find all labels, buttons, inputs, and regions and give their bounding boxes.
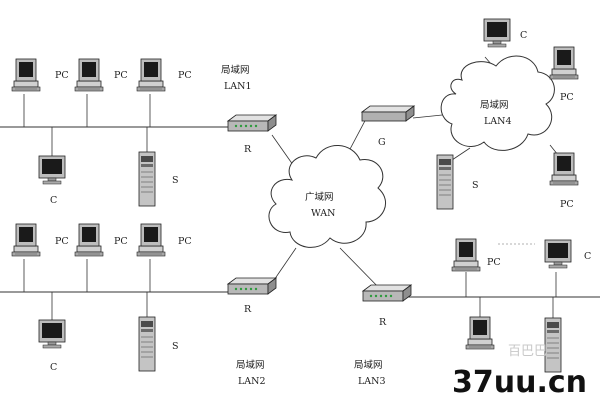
lan3-server bbox=[544, 317, 562, 373]
label-lan1-pc-1: PC bbox=[55, 70, 69, 81]
label-lan1-client: C bbox=[50, 195, 57, 206]
label-wan-prefix: 广域网 bbox=[305, 191, 334, 203]
label-lan4-pc-2: PC bbox=[560, 199, 574, 210]
label-lan3-prefix: 局域网 bbox=[354, 359, 383, 371]
lan2-client-monitor bbox=[38, 319, 66, 349]
label-lan2-server: S bbox=[172, 341, 179, 352]
lan1-server bbox=[138, 151, 156, 207]
label-lan1-prefix: 局域网 bbox=[221, 64, 250, 76]
watermark-cn: 百巴巴 bbox=[508, 344, 547, 359]
lan3-router bbox=[362, 284, 412, 302]
label-lan3: LAN3 bbox=[358, 376, 386, 387]
lan1-pc-2 bbox=[74, 58, 104, 92]
lan2-pc-1 bbox=[11, 223, 41, 257]
label-lan4-server: S bbox=[472, 180, 479, 191]
label-lan2-prefix: 局域网 bbox=[236, 359, 265, 371]
label-lan3-router: R bbox=[379, 317, 387, 328]
label-lan4-pc-1: PC bbox=[560, 92, 574, 103]
label-lan2: LAN2 bbox=[238, 376, 266, 387]
lan4-pc-2 bbox=[549, 152, 579, 186]
lan4-pc-1 bbox=[549, 46, 579, 80]
lan1-pc-3 bbox=[136, 58, 166, 92]
label-lan2-router: R bbox=[244, 304, 252, 315]
lan4-server bbox=[436, 154, 454, 210]
lan3-drops bbox=[465, 272, 557, 322]
lan1-pc-1 bbox=[11, 58, 41, 92]
label-lan2-pc-2: PC bbox=[114, 236, 128, 247]
gateway bbox=[361, 105, 415, 122]
label-gateway: G bbox=[378, 137, 386, 148]
label-lan3-pc: PC bbox=[487, 257, 501, 268]
lan2-server bbox=[138, 316, 156, 372]
lan3-pc bbox=[451, 238, 481, 272]
label-lan4-client: C bbox=[520, 30, 527, 41]
label-lan1-pc-2: PC bbox=[114, 70, 128, 81]
label-wan: WAN bbox=[311, 208, 335, 219]
label-lan1: LAN1 bbox=[224, 81, 252, 92]
lan1-client-monitor bbox=[38, 155, 66, 185]
label-lan3-client: C bbox=[584, 251, 591, 262]
label-lan2-client: C bbox=[50, 362, 57, 373]
lan1-drops bbox=[23, 94, 151, 156]
watermark-text: 37uu.cn bbox=[452, 365, 587, 400]
lan2-pc-3 bbox=[136, 223, 166, 257]
label-lan2-pc-3: PC bbox=[178, 236, 192, 247]
label-lan1-server: S bbox=[172, 175, 179, 186]
lan4-cloud bbox=[440, 55, 555, 151]
lan3-pc-2 bbox=[465, 316, 495, 350]
lan2-pc-2 bbox=[74, 223, 104, 257]
lan3-client-monitor bbox=[544, 239, 572, 269]
label-lan2-pc-1: PC bbox=[55, 236, 69, 247]
lan2-drops bbox=[23, 259, 151, 320]
label-lan1-pc-3: PC bbox=[178, 70, 192, 81]
label-lan4: LAN4 bbox=[484, 116, 512, 127]
lan4-client-monitor bbox=[483, 18, 511, 48]
label-lan1-router: R bbox=[244, 144, 252, 155]
label-lan4-prefix: 局域网 bbox=[480, 99, 509, 111]
wan-cloud bbox=[268, 145, 386, 248]
lan2-router bbox=[227, 277, 277, 295]
lan1-router bbox=[227, 114, 277, 132]
